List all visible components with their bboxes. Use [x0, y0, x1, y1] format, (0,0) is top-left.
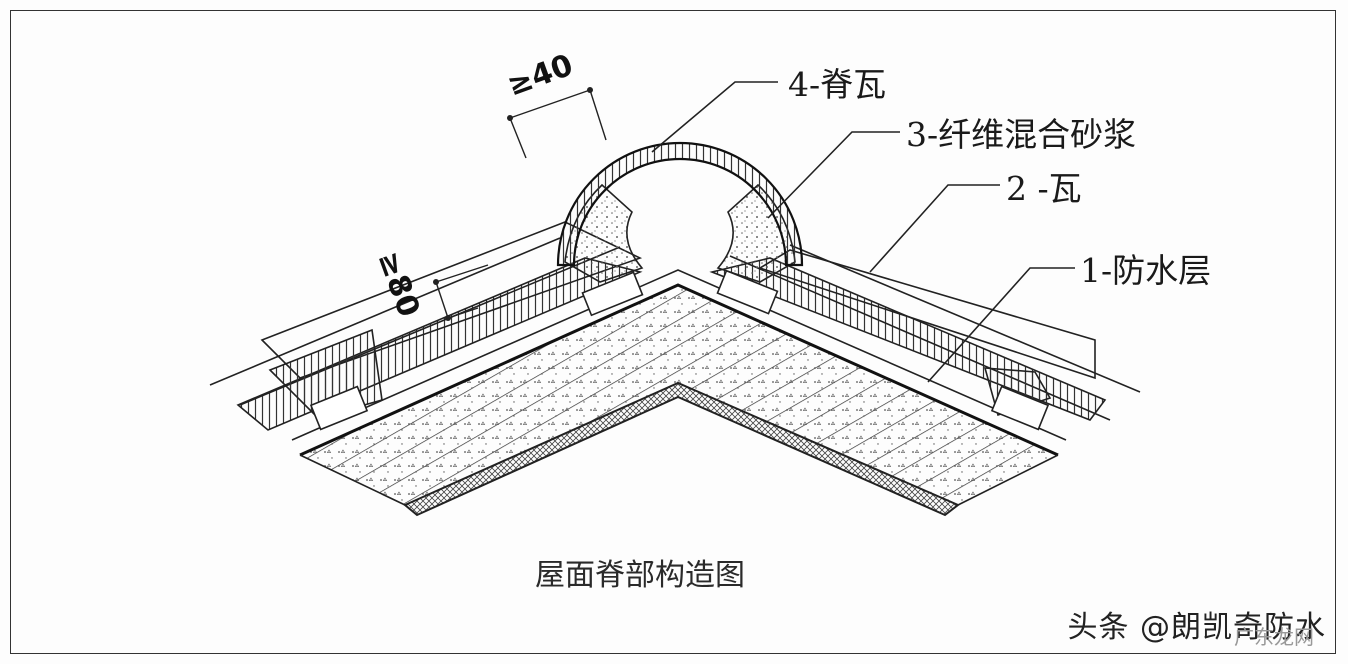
- label-tile: 2 -瓦: [1006, 169, 1082, 208]
- label-ridge-tile: 4-脊瓦: [788, 65, 886, 104]
- right-tiles: [709, 244, 1141, 431]
- waterproof-layer: [299, 283, 1059, 457]
- diagram-caption: 屋面脊部构造图: [535, 558, 745, 593]
- dimension-40: ≥40: [503, 48, 607, 159]
- dimension-depth-label: ≥80: [370, 247, 426, 322]
- label-waterproof: 1-防水层: [1080, 251, 1211, 290]
- watermark-text: 头条 @朗凯奇防水: [1067, 610, 1326, 645]
- watermark-overlay: 广东龙网: [1234, 625, 1314, 649]
- leader-tile: [869, 184, 1000, 273]
- insulation-band: [403, 381, 960, 517]
- ridge-tile: [556, 141, 804, 267]
- diagram-border: [10, 10, 1336, 654]
- leader-ridge-tile: [651, 81, 778, 153]
- left-tiles: [209, 221, 644, 431]
- leader-waterproof: [927, 267, 1075, 383]
- dimension-width-label: ≥40: [503, 48, 578, 104]
- label-mortar: 3-纤维混合砂浆: [906, 115, 1136, 154]
- leader-mortar: [767, 131, 900, 219]
